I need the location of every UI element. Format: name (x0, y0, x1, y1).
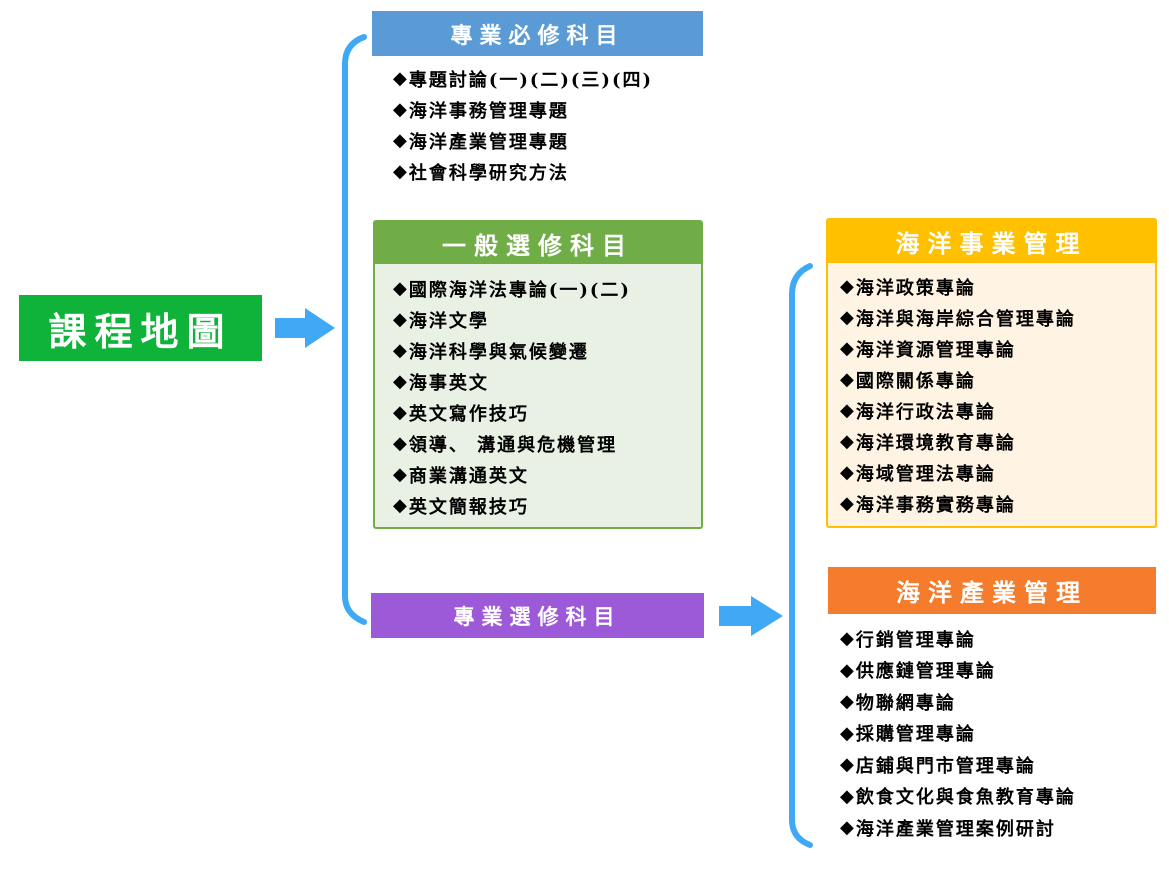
list-item: ◆店鋪與門市管理專論 (840, 754, 1036, 777)
diamond-bullet-icon: ◆ (840, 754, 854, 776)
header-marine-affairs-management: 海洋事業管理 (826, 218, 1157, 265)
general-elective-list: ◆國際海洋法專論(一)(二) ◆海洋文學 ◆海洋科學與氣候變遷 ◆海事英文 ◆英… (393, 273, 631, 521)
diamond-bullet-icon: ◆ (840, 369, 854, 390)
diamond-bullet-icon: ◆ (840, 276, 854, 297)
diamond-bullet-icon: ◆ (393, 130, 407, 151)
marine-affairs-box (826, 263, 1157, 528)
header-required-courses: 專業必修科目 (372, 11, 703, 56)
list-item: ◆海洋政策專論 (840, 276, 976, 299)
list-item: ◆海洋環境教育專論 (840, 431, 1016, 454)
list-item: ◆供應鏈管理專論 (840, 659, 996, 683)
page-title: 課程地圖 (19, 295, 262, 361)
list-item: ◆物聯網專論 (840, 691, 956, 714)
list-item: ◆海洋與海岸綜合管理專論 (840, 307, 1076, 330)
header-marine-industry-management: 海洋產業管理 (828, 567, 1156, 614)
diamond-bullet-icon: ◆ (393, 495, 407, 516)
diamond-bullet-icon: ◆ (840, 400, 854, 421)
header-general-electives: 一般選修科目 (373, 220, 703, 266)
diamond-bullet-icon: ◆ (393, 371, 407, 392)
diamond-bullet-icon: ◆ (393, 433, 407, 454)
arrow-right-icon (275, 308, 335, 348)
diamond-bullet-icon: ◆ (393, 161, 407, 182)
diamond-bullet-icon: ◆ (840, 691, 854, 713)
diamond-bullet-icon: ◆ (840, 493, 854, 514)
list-item: ◆社會科學研究方法 (393, 161, 569, 184)
general-electives-box (373, 264, 703, 529)
diamond-bullet-icon: ◆ (393, 340, 407, 361)
diamond-bullet-icon: ◆ (840, 817, 854, 839)
header-professional-electives: 專業選修科目 (371, 593, 704, 638)
diamond-bullet-icon: ◆ (840, 628, 854, 650)
diamond-bullet-icon: ◆ (840, 431, 854, 452)
list-item: ◆海事英文 (393, 371, 489, 394)
list-item: ◆海域管理法專論 (840, 462, 996, 485)
list-item: ◆飲食文化與食魚教育專論 (840, 785, 1076, 809)
diamond-bullet-icon: ◆ (840, 659, 854, 681)
list-item: ◆海洋產業管理專題 (393, 130, 569, 153)
right-bracket (789, 263, 813, 848)
left-bracket (342, 34, 367, 625)
marine-affairs-list: ◆海洋政策專論 ◆海洋與海岸綜合管理專論 ◆海洋資源管理專論 ◆國際關係專論 ◆… (840, 271, 1076, 519)
marine-industry-list: ◆行銷管理專論 ◆供應鏈管理專論 ◆物聯網專論 ◆採購管理專論 ◆店鋪與門市管理… (840, 623, 1076, 844)
list-item: ◆行銷管理專論 (840, 628, 976, 651)
diamond-bullet-icon: ◆ (840, 722, 854, 744)
list-item: ◆海洋事務實務專論 (840, 493, 1016, 516)
diamond-bullet-icon: ◆ (393, 278, 407, 299)
list-item: ◆專題討論(一)(二)(三)(四) (393, 68, 653, 91)
diamond-bullet-icon: ◆ (840, 462, 854, 483)
diamond-bullet-icon: ◆ (840, 307, 854, 328)
list-item: ◆英文簡報技巧 (393, 495, 529, 518)
list-item: ◆海洋事務管理專題 (393, 99, 569, 122)
diamond-bullet-icon: ◆ (393, 309, 407, 330)
diamond-bullet-icon: ◆ (393, 464, 407, 485)
list-item: ◆商業溝通英文 (393, 464, 529, 487)
diamond-bullet-icon: ◆ (840, 338, 854, 359)
list-item: ◆海洋資源管理專論 (840, 338, 1016, 361)
list-item: ◆海洋產業管理案例研討 (840, 817, 1056, 840)
diamond-bullet-icon: ◆ (840, 785, 854, 807)
list-item: ◆海洋行政法專論 (840, 400, 996, 423)
list-item: ◆領導、 溝通與危機管理 (393, 433, 618, 456)
list-item: ◆國際海洋法專論(一)(二) (393, 278, 631, 301)
required-course-list: ◆專題討論(一)(二)(三)(四) ◆海洋事務管理專題 ◆海洋產業管理專題 ◆社… (393, 63, 653, 187)
list-item: ◆採購管理專論 (840, 722, 976, 746)
diamond-bullet-icon: ◆ (393, 402, 407, 423)
arrow-right-icon (719, 596, 783, 636)
list-item: ◆海洋文學 (393, 309, 489, 332)
list-item: ◆國際關係專論 (840, 369, 976, 392)
list-item: ◆海洋科學與氣候變遷 (393, 340, 589, 363)
list-item: ◆英文寫作技巧 (393, 402, 529, 425)
diamond-bullet-icon: ◆ (393, 68, 407, 89)
diamond-bullet-icon: ◆ (393, 99, 407, 120)
